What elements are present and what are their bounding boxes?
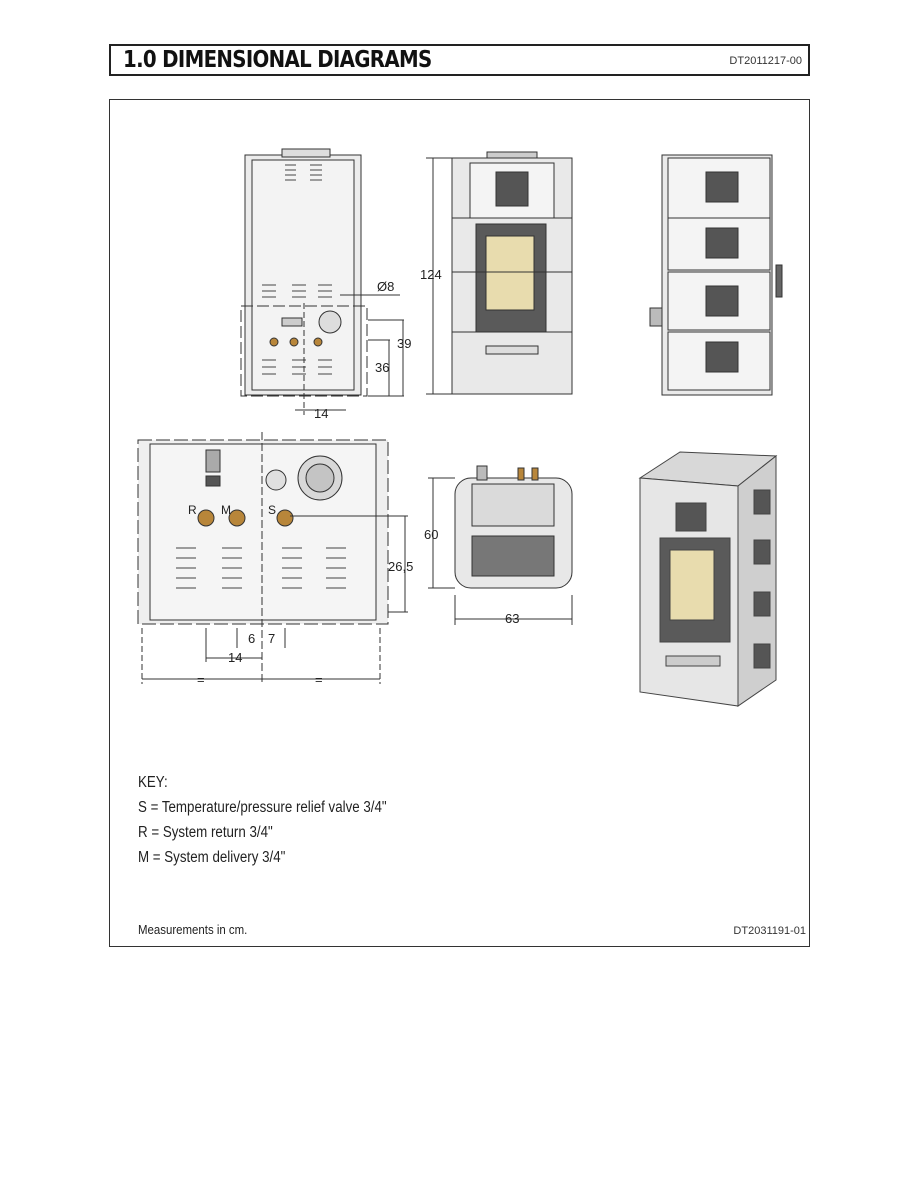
equal-right-label: = xyxy=(315,672,323,687)
section-header: 1.0 DIMENSIONAL DIAGRAMS DT2011217-00 xyxy=(109,44,810,76)
dimension-6-label: 6 xyxy=(248,631,255,646)
rear-view-drawing xyxy=(240,148,404,415)
diagram-frame xyxy=(109,99,810,947)
equal-left-label: = xyxy=(197,672,205,687)
key-item-r: R = System return 3/4" xyxy=(138,824,273,841)
dimension-14-top-label: 14 xyxy=(314,406,328,421)
side-view-drawing xyxy=(649,154,783,396)
footer-document-code: DT2031191-01 xyxy=(733,925,806,937)
height-124-label: 124 xyxy=(420,267,442,282)
dimension-7-label: 7 xyxy=(268,631,275,646)
dimension-26-5-label: 26,5 xyxy=(388,559,413,574)
dimension-39-label: 39 xyxy=(397,336,411,351)
key-item-m: M = System delivery 3/4" xyxy=(138,849,286,866)
key-item-s: S = Temperature/pressure relief valve 3/… xyxy=(138,799,387,816)
flue-diameter-label: Ø8 xyxy=(377,279,394,294)
top-view-drawing xyxy=(428,465,573,625)
return-connection-label: R xyxy=(188,503,197,517)
measurements-note: Measurements in cm. xyxy=(138,922,248,937)
key-legend: KEY: S = Temperature/pressure relief val… xyxy=(138,770,387,870)
front-view-drawing xyxy=(426,151,573,395)
delivery-connection-label: M xyxy=(221,503,231,517)
rear-detail-drawing xyxy=(137,432,408,684)
relief-valve-connection-label: S xyxy=(268,503,276,517)
dimension-63-label: 63 xyxy=(505,611,519,626)
dimension-60-label: 60 xyxy=(424,527,438,542)
dimension-36-label: 36 xyxy=(375,360,389,375)
key-title: KEY: xyxy=(138,774,168,791)
header-document-code: DT2011217-00 xyxy=(729,55,802,67)
perspective-view-drawing xyxy=(638,451,778,707)
section-title: 1.0 DIMENSIONAL DIAGRAMS xyxy=(123,47,432,73)
dimension-14-bottom-label: 14 xyxy=(228,650,242,665)
